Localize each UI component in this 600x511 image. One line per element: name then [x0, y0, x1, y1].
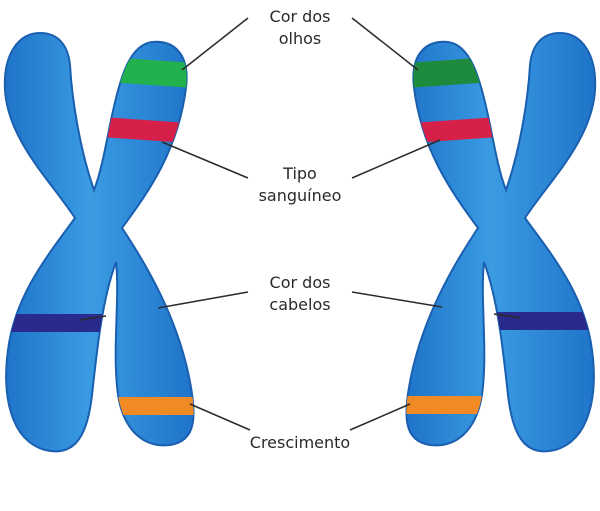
leader-hair-right-band [493, 313, 521, 319]
right-blood-type-band [406, 116, 506, 144]
leader-growth-right [349, 403, 411, 431]
leader-eye-right [351, 17, 419, 71]
leader-growth-left [189, 403, 251, 431]
left-blood-type-band [94, 116, 194, 144]
left-chromosome [3, 31, 195, 453]
leader-hair-left [157, 291, 249, 309]
label-growth: Crescimento [230, 432, 370, 454]
left-hair-color-band [4, 314, 110, 332]
label-hair-color-line1: Cor dos [269, 273, 331, 292]
label-hair-color: Cor dos cabelos [230, 272, 370, 316]
leader-blood-left [161, 141, 249, 179]
leader-hair-right [351, 291, 443, 308]
right-chromosome [405, 31, 597, 453]
label-eye-color-line2: olhos [278, 29, 322, 48]
left-growth-band [110, 397, 194, 415]
leader-eye-left [181, 17, 249, 71]
right-eye-color-band [406, 56, 501, 89]
label-blood-type-line1: Tipo [283, 164, 317, 183]
label-eye-color-line1: Cor dos [269, 7, 331, 26]
label-eye-color: Cor dos olhos [230, 6, 370, 50]
leader-lines [79, 17, 521, 431]
leader-blood-right [351, 139, 441, 179]
leader-hair-left-band [79, 315, 107, 321]
left-eye-color-band [99, 56, 194, 89]
right-growth-band [406, 396, 490, 414]
left-chromosome-body [3, 31, 195, 453]
label-hair-color-line2: cabelos [269, 295, 331, 314]
label-growth-line1: Crescimento [249, 433, 351, 452]
label-blood-type-line2: sanguíneo [258, 186, 342, 205]
label-blood-type: Tipo sanguíneo [230, 163, 370, 207]
right-hair-color-band [490, 312, 596, 330]
right-chromosome-body [405, 31, 597, 453]
